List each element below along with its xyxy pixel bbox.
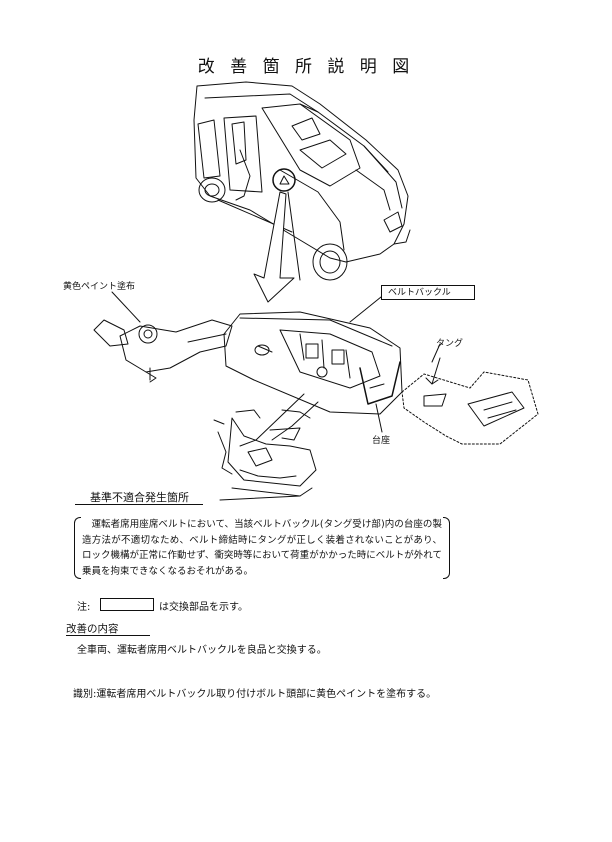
note-suffix: は交換部品を示す。 (159, 602, 248, 613)
tongue-plate-drawing (401, 357, 539, 445)
identification-text: 識別:運転者席用ベルトバックル取り付けボルト頭部に黄色ペイントを塗布する。 (73, 689, 437, 700)
magnified-detail (213, 393, 319, 501)
belt-buckle-drawing (223, 311, 403, 433)
replacement-part-legend-box (100, 598, 154, 611)
callout-belt-buckle: ベルトバックル (381, 285, 475, 300)
defect-description: 運転者席用座席ベルトにおいて、当該ベルトバックル(タング受け部)内の台座の製造方… (82, 519, 442, 577)
bracket-right (443, 517, 450, 579)
pointer-arrow (253, 191, 301, 303)
improvement-heading: 改善の内容 (66, 623, 119, 635)
callout-tongue: タング (436, 339, 464, 349)
page-title: 改 善 箇 所 説 明 図 (197, 57, 415, 77)
defect-location-label: 基準不適合発生箇所 (90, 491, 189, 504)
improvement-text: 全車両、運転者席用ベルトバックルを良品と交換する。 (77, 645, 327, 656)
callout-base: 台座 (372, 436, 391, 446)
defect-description-box: 運転者席用座席ベルトにおいて、当該ベルトバックル(タング受け部)内の台座の製造方… (74, 517, 450, 579)
anchor-bolt-assembly (93, 319, 233, 383)
bracket-left (74, 517, 81, 579)
callout-yellow-paint: 黄色ペイント塗布 (63, 282, 136, 292)
vehicle-drawing (193, 81, 411, 281)
improvement-underline (66, 635, 150, 636)
defect-underline (75, 504, 203, 505)
note-prefix: 注: (77, 602, 91, 613)
